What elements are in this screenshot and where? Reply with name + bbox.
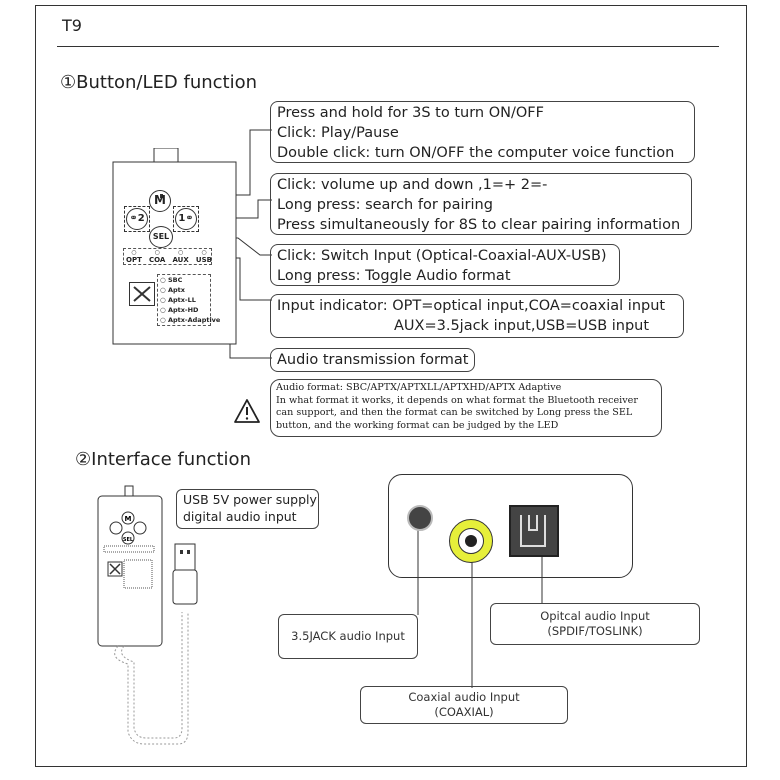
- right-button-frame: [173, 206, 199, 232]
- label-line: Coaxial audio Input: [408, 690, 520, 704]
- callout-line: Press and hold for 3S to turn ON/OFF: [277, 105, 544, 121]
- volume-button-2-label: 2: [137, 213, 145, 224]
- input-indicators: ○OPT ○COA ○AUX ○USB: [126, 249, 212, 264]
- section1-title: ①Button/LED function: [60, 72, 258, 93]
- note-line: In what format it works, it depends on w…: [276, 394, 638, 406]
- format-indicators: ○ SBC ○ Aptx ○ Aptx-LL ○ Aptx-HD ○ Aptx-…: [160, 275, 220, 325]
- left-button-frame: [124, 206, 150, 232]
- callout-line: Click: Play/Pause: [277, 125, 399, 141]
- callout-line: Press simultaneously for 8S to clear pai…: [277, 217, 681, 233]
- note-line: Audio format: SBC/APTX/APTXLL/APTXHD/APT…: [276, 382, 562, 393]
- jack-port-icon: [407, 505, 433, 531]
- callout-line: Long press: Toggle Audio format: [277, 268, 511, 284]
- volume-button-2[interactable]: ⚭2: [126, 208, 148, 230]
- callout-line: Input indicator: OPT=optical input,COA=c…: [277, 298, 666, 314]
- warning-note: Audio format: SBC/APTX/APTXLL/APTXHD/APT…: [270, 379, 662, 437]
- input-indicator-callout: Input indicator: OPT=optical input,COA=c…: [270, 294, 684, 338]
- callout-line: digital audio input: [183, 509, 297, 524]
- audio-format-callout: Audio transmission format: [270, 348, 475, 372]
- label-line: (COAXIAL): [434, 705, 494, 719]
- indicator-usb: ○USB: [195, 249, 212, 264]
- header-divider: [57, 46, 719, 47]
- coaxial-input-label: Coaxial audio Input (COAXIAL): [360, 686, 568, 724]
- format-aptx-adaptive: ○ Aptx-Adaptive: [160, 316, 221, 324]
- svg-text:SEL: SEL: [123, 537, 134, 543]
- volume-button-1-label: 1: [178, 213, 186, 224]
- headphone-icon: ⚭: [129, 213, 138, 224]
- callout-line: Audio transmission format: [277, 352, 469, 368]
- optical-port-icon: [509, 505, 559, 557]
- sel-button[interactable]: SEL: [149, 226, 173, 248]
- label-line: Opitcal audio Input: [540, 609, 650, 623]
- usb-power-callout: USB 5V power supply digital audio input: [176, 489, 319, 529]
- jack-input-label: 3.5JACK audio Input: [278, 614, 418, 659]
- small-device-with-cable: M SEL: [97, 485, 198, 745]
- device-body: [112, 147, 237, 345]
- model-name: T9: [62, 16, 82, 35]
- coaxial-port-icon: [449, 519, 493, 563]
- optical-input-label: Opitcal audio Input (SPDIF/TOSLINK): [490, 603, 700, 645]
- callout-line: Click: volume up and down ,1=+ 2=-: [277, 177, 548, 193]
- format-sbc: ○ SBC: [160, 276, 183, 284]
- indicator-opt: ○OPT: [126, 249, 142, 264]
- page-frame: [35, 5, 747, 767]
- port-panel: [388, 474, 633, 578]
- callout-line: Double click: turn ON/OFF the computer v…: [277, 145, 675, 161]
- callout-line: Long press: search for pairing: [277, 197, 493, 213]
- format-indicator-frame: [157, 274, 211, 326]
- note-line: can support, and then the format can be …: [276, 407, 633, 418]
- indicator-coa: ○COA: [149, 249, 166, 264]
- svg-text:M: M: [125, 515, 132, 523]
- callout-line: USB 5V power supply: [183, 492, 317, 507]
- format-aptx-ll: ○ Aptx-LL: [160, 296, 196, 304]
- label-line: (SPDIF/TOSLINK): [547, 624, 643, 638]
- volume-callout: Click: volume up and down ,1=+ 2=- Long …: [270, 173, 692, 235]
- m-button[interactable]: M: [149, 190, 171, 212]
- sel-button-callout: Click: Switch Input (Optical-Coaxial-AUX…: [270, 244, 620, 286]
- indicator-aux: ○AUX: [172, 249, 189, 264]
- callout-line: AUX=3.5jack input,USB=USB input: [394, 318, 650, 334]
- headphone-icon: ⚭: [185, 213, 194, 224]
- device-illustration: M ⚭2 1⚭ SEL ○OPT ○COA ○AUX ○USB ○ SBC ○ …: [112, 147, 237, 346]
- callout-line: Click: Switch Input (Optical-Coaxial-AUX…: [277, 248, 607, 264]
- m-button-callout: Press and hold for 3S to turn ON/OFF Cli…: [270, 101, 695, 163]
- format-aptx-hd: ○ Aptx-HD: [160, 306, 199, 314]
- section2-title: ②Interface function: [75, 449, 251, 470]
- note-line: button, and the working format can be ju…: [276, 419, 559, 431]
- warning-icon: [234, 399, 260, 423]
- logo-mark-icon: [133, 286, 151, 302]
- volume-button-1[interactable]: 1⚭: [175, 208, 197, 230]
- format-aptx: ○ Aptx: [160, 286, 185, 294]
- input-indicator-frame: [123, 248, 212, 265]
- brand-logo: [129, 282, 155, 306]
